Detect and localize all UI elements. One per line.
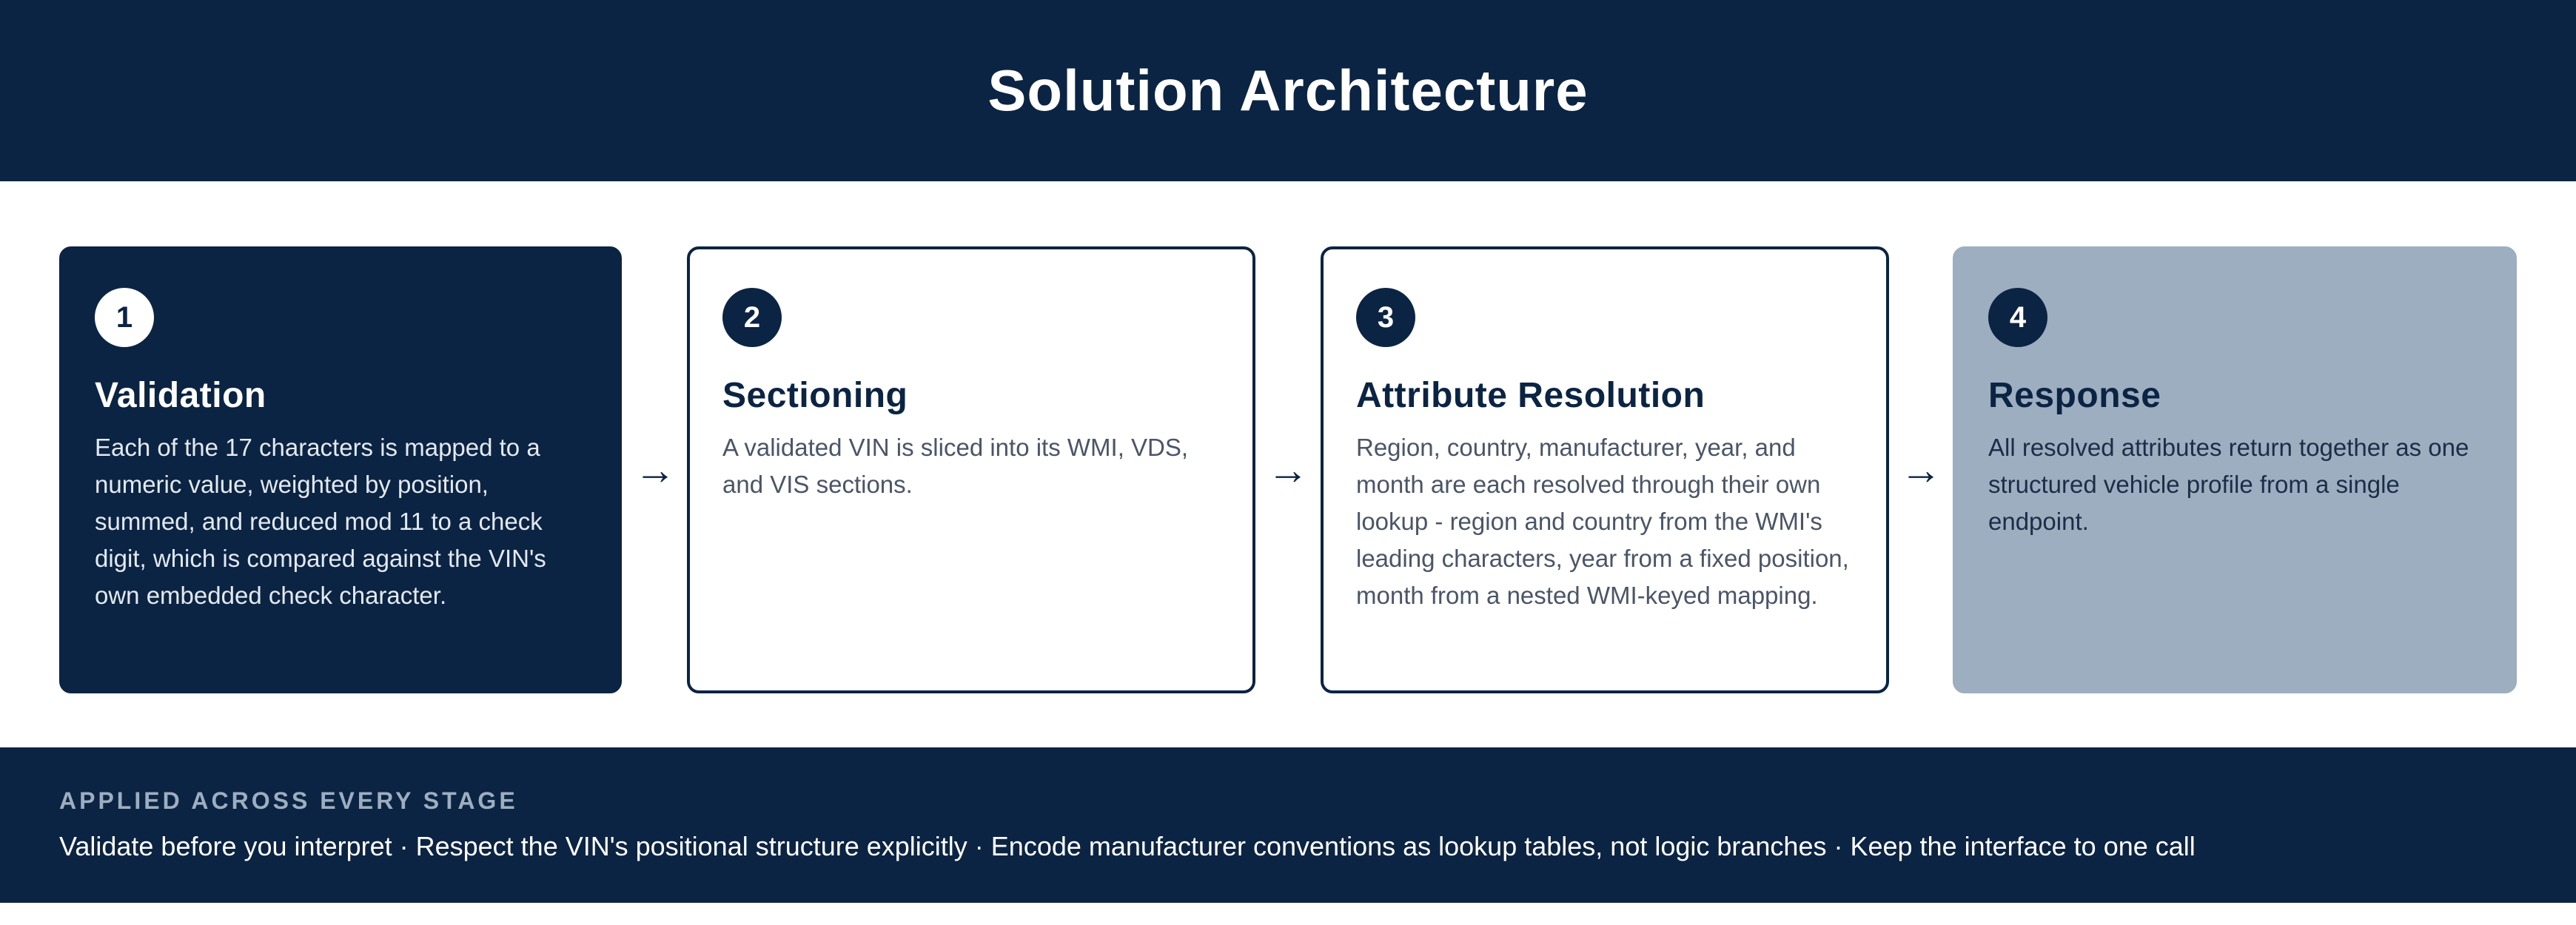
principles-label: APPLIED ACROSS EVERY STAGE — [59, 787, 518, 814]
stage-card-attribute-resolution: 3 Attribute Resolution Region, country, … — [1321, 246, 1889, 693]
stage-card-response: 4 Response All resolved attributes retur… — [1953, 246, 2517, 693]
arrow-right-icon: → — [1900, 446, 1942, 493]
principles-banner: APPLIED ACROSS EVERY STAGE Validate befo… — [0, 747, 2576, 903]
principles-text: Validate before you interpret · Respect … — [59, 831, 2196, 861]
stage-title: Attribute Resolution — [1356, 376, 1705, 415]
stage-card-sectioning: 2 Sectioning A validated VIN is sliced i… — [687, 246, 1255, 693]
stage-title: Sectioning — [722, 376, 908, 415]
page-title: Solution Architecture — [987, 58, 1589, 123]
stage-description: Each of the 17 characters is mapped to a… — [95, 434, 546, 609]
arrow-right-icon: → — [634, 446, 676, 493]
header-banner: Solution Architecture — [0, 0, 2576, 181]
stage-description: All resolved attributes return together … — [1988, 434, 2469, 535]
stage-number-badge: 3 — [1356, 288, 1415, 347]
stage-title: Validation — [95, 376, 266, 415]
stage-card-validation: 1 Validation Each of the 17 characters i… — [59, 246, 622, 693]
stage-number-badge: 4 — [1988, 288, 2047, 347]
arrow-right-icon: → — [1267, 446, 1309, 493]
stage-number-badge: 1 — [95, 288, 154, 347]
stage-description: Region, country, manufacturer, year, and… — [1356, 434, 1849, 609]
stage-description: A validated VIN is sliced into its WMI, … — [722, 434, 1189, 498]
stage-title: Response — [1988, 376, 2161, 415]
stage-number-badge: 2 — [722, 288, 782, 347]
